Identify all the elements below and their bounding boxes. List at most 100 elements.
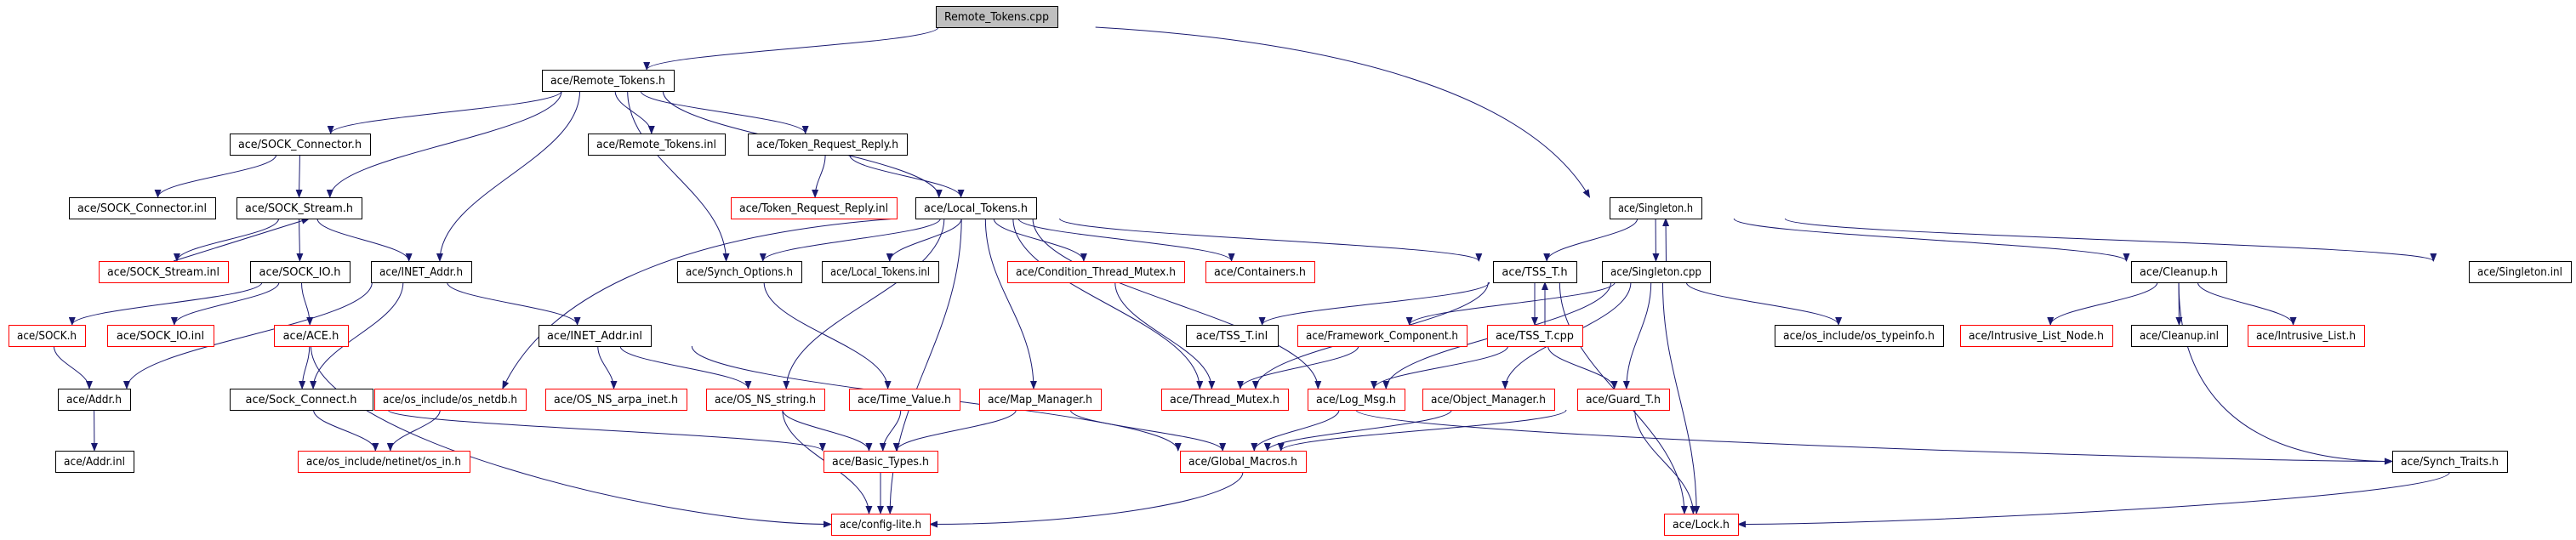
- node-box[interactable]: [677, 261, 802, 283]
- node-synchtraits-h[interactable]: ace/Synch_Traits.h: [2392, 451, 2508, 473]
- node-rt-inl[interactable]: ace/Remote_Tokens.inl: [588, 134, 726, 156]
- node-box[interactable]: [831, 514, 931, 536]
- node-iln-h[interactable]: ace/Intrusive_List_Node.h: [1960, 325, 2113, 347]
- node-rt-cpp[interactable]: Remote_Tokens.cpp: [936, 6, 1058, 28]
- node-box[interactable]: [1422, 389, 1555, 411]
- node-box[interactable]: [706, 389, 825, 411]
- node-box[interactable]: [107, 325, 214, 347]
- node-cleanup-inl[interactable]: ace/Cleanup.inl: [2131, 325, 2228, 347]
- node-trr-inl[interactable]: ace/Token_Request_Reply.inl: [731, 197, 898, 219]
- node-box[interactable]: [237, 197, 362, 219]
- node-tss-h[interactable]: ace/TSS_T.h: [1493, 261, 1577, 283]
- node-ctm-h[interactable]: ace/Condition_Thread_Mutex.h: [1007, 261, 1185, 283]
- node-lock-h[interactable]: ace/Lock.h: [1664, 514, 1739, 536]
- node-singleton-inl[interactable]: ace/Singleton.inl: [2469, 261, 2572, 283]
- node-sockio-h[interactable]: ace/SOCK_IO.h: [250, 261, 350, 283]
- node-box[interactable]: [274, 325, 349, 347]
- node-box[interactable]: [1775, 325, 1944, 347]
- node-sock-h[interactable]: ace/SOCK.h: [9, 325, 86, 347]
- node-addr-inl[interactable]: ace/Addr.inl: [55, 451, 134, 473]
- node-sockconn-inl[interactable]: ace/SOCK_Connector.inl: [69, 197, 216, 219]
- node-box[interactable]: [250, 261, 350, 283]
- node-box[interactable]: [1161, 389, 1289, 411]
- node-trr-h[interactable]: ace/Token_Request_Reply.h: [748, 134, 908, 156]
- node-box[interactable]: [55, 451, 134, 473]
- node-containers-h[interactable]: ace/Containers.h: [1205, 261, 1315, 283]
- node-box[interactable]: [2131, 325, 2228, 347]
- node-rt-h[interactable]: ace/Remote_Tokens.h: [542, 70, 675, 92]
- node-fwcomp-h[interactable]: ace/Framework_Component.h: [1297, 325, 1468, 347]
- node-box[interactable]: [230, 389, 373, 411]
- node-configlite-h[interactable]: ace/config-lite.h: [831, 514, 931, 536]
- node-objmgr-h[interactable]: ace/Object_Manager.h: [1422, 389, 1555, 411]
- node-box[interactable]: [822, 261, 939, 283]
- node-netdb-h[interactable]: ace/os_include/os_netdb.h: [374, 389, 527, 411]
- node-box[interactable]: [1297, 325, 1468, 347]
- node-box[interactable]: [1493, 261, 1577, 283]
- node-cleanup-h[interactable]: ace/Cleanup.h: [2131, 261, 2227, 283]
- node-box[interactable]: [371, 261, 472, 283]
- node-box[interactable]: [2248, 325, 2365, 347]
- node-osin-h[interactable]: ace/os_include/netinet/os_in.h: [298, 451, 470, 473]
- node-tss-inl[interactable]: ace/TSS_T.inl: [1186, 325, 1279, 347]
- node-box[interactable]: [824, 451, 938, 473]
- node-lt-inl[interactable]: ace/Local_Tokens.inl: [822, 261, 939, 283]
- node-sockconnect-h[interactable]: ace/Sock_Connect.h: [230, 389, 373, 411]
- node-inetaddr-h[interactable]: ace/INET_Addr.h: [371, 261, 472, 283]
- node-box[interactable]: [979, 389, 1102, 411]
- node-sockstream-h[interactable]: ace/SOCK_Stream.h: [237, 197, 362, 219]
- node-box[interactable]: [2131, 261, 2227, 283]
- node-tss-cpp[interactable]: ace/TSS_T.cpp: [1487, 325, 1583, 347]
- node-guard-h[interactable]: ace/Guard_T.h: [1577, 389, 1670, 411]
- node-timevalue-h[interactable]: ace/Time_Value.h: [849, 389, 960, 411]
- node-box[interactable]: [58, 389, 131, 411]
- node-logmsg-h[interactable]: ace/Log_Msg.h: [1308, 389, 1405, 411]
- node-box[interactable]: [936, 6, 1058, 28]
- node-synchopt-h[interactable]: ace/Synch_Options.h: [677, 261, 802, 283]
- node-box[interactable]: [1960, 325, 2113, 347]
- node-addr-h[interactable]: ace/Addr.h: [58, 389, 131, 411]
- node-box[interactable]: [298, 451, 470, 473]
- node-box[interactable]: [230, 134, 371, 156]
- node-osnsstring-h[interactable]: ace/OS_NS_string.h: [706, 389, 825, 411]
- node-box[interactable]: [588, 134, 726, 156]
- node-box[interactable]: [1610, 197, 1702, 219]
- node-box[interactable]: [849, 389, 960, 411]
- node-box[interactable]: [731, 197, 898, 219]
- node-typeinfo-h[interactable]: ace/os_include/os_typeinfo.h: [1775, 325, 1944, 347]
- node-box[interactable]: [1186, 325, 1279, 347]
- node-box[interactable]: [915, 197, 1037, 219]
- node-box[interactable]: [1308, 389, 1405, 411]
- node-box[interactable]: [1180, 451, 1307, 473]
- node-box[interactable]: [539, 325, 652, 347]
- node-box[interactable]: [1602, 261, 1711, 283]
- node-box[interactable]: [1487, 325, 1583, 347]
- node-box[interactable]: [2392, 451, 2508, 473]
- node-box[interactable]: [545, 389, 687, 411]
- node-il-h[interactable]: ace/Intrusive_List.h: [2248, 325, 2365, 347]
- node-box[interactable]: [69, 197, 216, 219]
- node-box[interactable]: [748, 134, 908, 156]
- node-box[interactable]: [1007, 261, 1185, 283]
- node-globalmacros-h[interactable]: ace/Global_Macros.h: [1180, 451, 1307, 473]
- node-singleton-cpp[interactable]: ace/Singleton.cpp: [1602, 261, 1711, 283]
- node-ace-h[interactable]: ace/ACE.h: [274, 325, 349, 347]
- node-sockconn-h[interactable]: ace/SOCK_Connector.h: [230, 134, 371, 156]
- node-basictypes-h[interactable]: ace/Basic_Types.h: [824, 451, 938, 473]
- node-box[interactable]: [374, 389, 527, 411]
- node-sockio-inl[interactable]: ace/SOCK_IO.inl: [107, 325, 214, 347]
- node-box[interactable]: [1577, 389, 1670, 411]
- node-box[interactable]: [542, 70, 675, 92]
- node-box[interactable]: [9, 325, 86, 347]
- node-box[interactable]: [1664, 514, 1739, 536]
- node-box[interactable]: [99, 261, 229, 283]
- node-box[interactable]: [2469, 261, 2572, 283]
- node-lt-h[interactable]: ace/Local_Tokens.h: [915, 197, 1037, 219]
- node-threadmutex-h[interactable]: ace/Thread_Mutex.h: [1161, 389, 1289, 411]
- node-arpainet-h[interactable]: ace/OS_NS_arpa_inet.h: [545, 389, 687, 411]
- node-box[interactable]: [1205, 261, 1315, 283]
- node-mapmgr-h[interactable]: ace/Map_Manager.h: [979, 389, 1102, 411]
- node-inetaddr-inl[interactable]: ace/INET_Addr.inl: [539, 325, 652, 347]
- node-singleton-h[interactable]: ace/Singleton.h: [1610, 197, 1702, 219]
- node-sockstream-inl[interactable]: ace/SOCK_Stream.inl: [99, 261, 229, 283]
